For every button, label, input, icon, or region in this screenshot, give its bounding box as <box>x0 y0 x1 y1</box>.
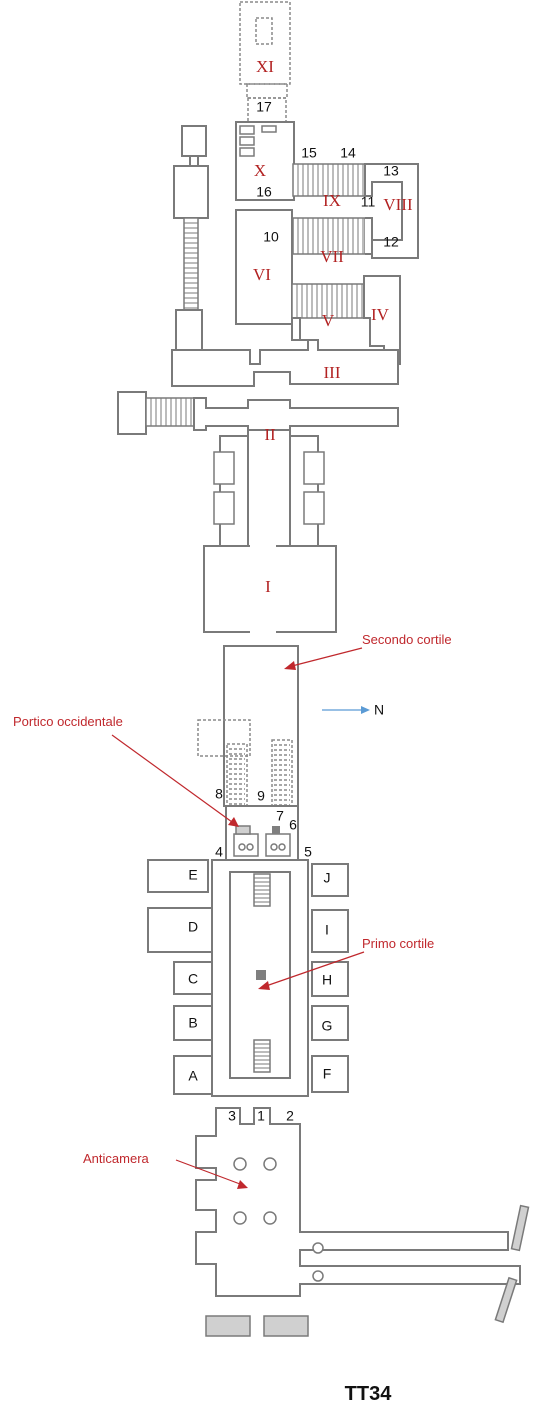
arrow-anticamera <box>175 1159 241 1185</box>
room-i <box>203 543 337 635</box>
label-12: 12 <box>383 234 399 250</box>
room-iii-hall <box>171 317 399 387</box>
chapel-b: B <box>188 1015 197 1031</box>
arrowhead-anticamera <box>237 1180 248 1189</box>
label-ix: IX <box>323 191 341 210</box>
room-vi <box>235 209 293 325</box>
label-14: 14 <box>340 145 356 161</box>
label-6: 6 <box>289 817 297 833</box>
label-v: V <box>322 311 335 330</box>
annotation-secondo-cortile: Secondo cortile <box>362 632 452 647</box>
label-vii: VII <box>320 247 344 266</box>
label-vi: VI <box>253 265 271 284</box>
west-corridor <box>173 125 209 351</box>
north-label: N <box>374 702 384 718</box>
west-chapels <box>147 859 213 1095</box>
label-10: 10 <box>263 229 279 245</box>
label-17: 17 <box>256 99 272 115</box>
anticamera <box>195 1107 530 1337</box>
chapel-h: H <box>322 972 332 988</box>
chapel-c: C <box>188 971 198 987</box>
arrow-primo-cortile <box>265 951 365 987</box>
label-xi: XI <box>256 57 274 76</box>
arrow-portico-occidentale <box>111 734 233 823</box>
room-x <box>235 121 295 201</box>
label-iii: III <box>324 363 341 382</box>
arrow-secondo-cortile <box>291 647 363 667</box>
north-arrow-head <box>361 706 370 714</box>
chapel-d: D <box>188 919 198 935</box>
room-viii <box>364 163 419 259</box>
label-13: 13 <box>383 163 399 179</box>
label-x: X <box>254 161 266 180</box>
label-ii: II <box>264 425 276 444</box>
chapel-g: G <box>322 1018 333 1034</box>
room-ii <box>117 391 399 547</box>
arrowhead-portico-occidentale <box>228 817 239 827</box>
room-iv <box>363 275 401 365</box>
east-chapels <box>311 863 349 1093</box>
label-iv: IV <box>371 305 390 324</box>
first-court <box>211 859 309 1097</box>
chapel-f: F <box>323 1066 332 1082</box>
western-portico <box>225 805 299 861</box>
second-court <box>197 645 299 807</box>
label-7: 7 <box>276 808 284 824</box>
label-16: 16 <box>256 184 272 200</box>
chapel-e: E <box>188 867 197 883</box>
label-11: 11 <box>361 194 376 210</box>
chapel-a: A <box>188 1068 198 1084</box>
arrowhead-primo-cortile <box>258 981 270 990</box>
staircase-vii <box>292 217 373 255</box>
annotation-anticamera: Anticamera <box>83 1151 150 1166</box>
annotation-portico-occidentale: Portico occidentale <box>13 714 123 729</box>
label-9: 9 <box>257 788 265 804</box>
annotation-primo-cortile: Primo cortile <box>362 936 434 951</box>
arrowhead-secondo-cortile <box>284 661 296 670</box>
chapel-i: I <box>325 922 329 938</box>
label-15: 15 <box>301 145 317 161</box>
label-2: 2 <box>286 1108 294 1124</box>
chapel-j: J <box>324 870 331 886</box>
label-viii: VIII <box>383 195 413 214</box>
label-8: 8 <box>215 786 223 802</box>
label-1: 1 <box>257 1108 265 1124</box>
plan-caption: TT34 <box>345 1383 393 1405</box>
label-5: 5 <box>304 844 312 860</box>
label-4: 4 <box>215 844 223 860</box>
label-i: I <box>265 577 271 596</box>
staircase-ix <box>292 163 366 197</box>
label-3: 3 <box>228 1108 236 1124</box>
